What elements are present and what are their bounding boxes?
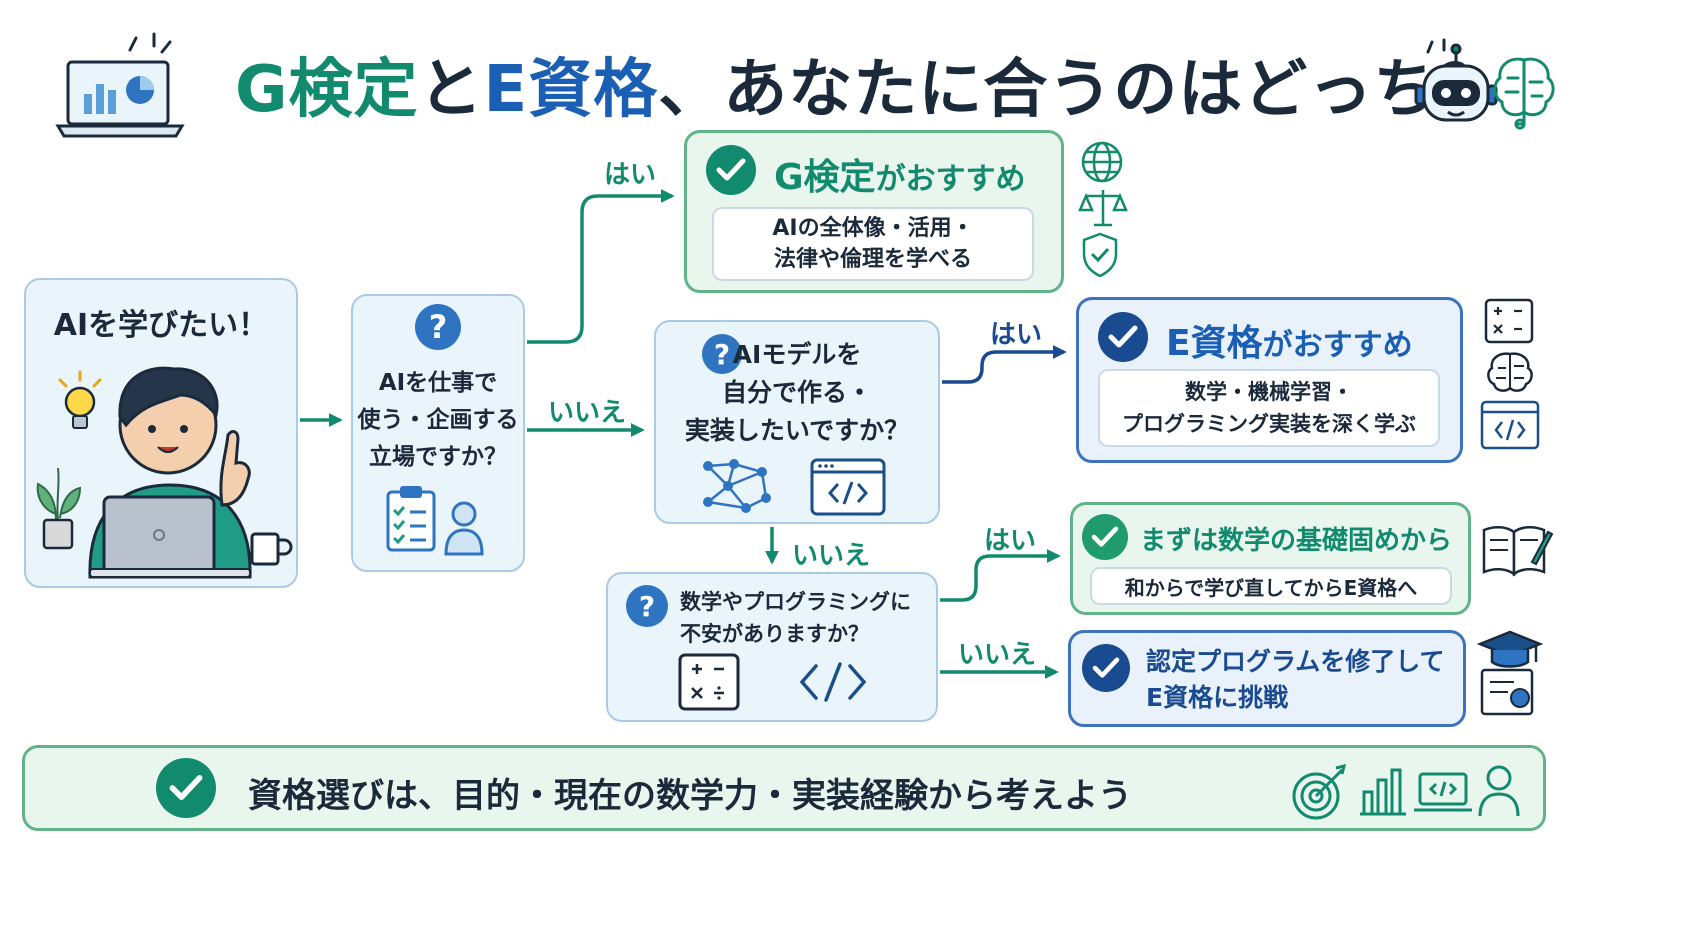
result-cert-title: 認定プログラムを修了して E資格に挑戦 bbox=[1146, 647, 1445, 712]
globe-icon bbox=[1081, 141, 1123, 183]
laptop-code-icon bbox=[1414, 772, 1472, 812]
result-e-title-rest: がおすすめ bbox=[1262, 328, 1413, 363]
arrow-q2-yes bbox=[942, 345, 1067, 384]
edge-label-q1-yes: はい bbox=[604, 160, 657, 190]
calculator-icon bbox=[1484, 298, 1534, 344]
result-g-title: G検定がおすすめ bbox=[774, 148, 1026, 200]
mug-icon bbox=[250, 532, 293, 566]
question-3-text: 数学やプログラミングに 不安がありますか？ bbox=[680, 590, 911, 646]
book-icon bbox=[1482, 526, 1554, 577]
result-e-title: E資格がおすすめ bbox=[1166, 314, 1413, 366]
arrow-q3-yes bbox=[940, 549, 1061, 602]
start-label: AIを学びたい！ bbox=[53, 308, 269, 343]
brain-icon bbox=[1487, 352, 1533, 392]
edge-label-q3-yes: はい bbox=[984, 526, 1037, 556]
page-title: G検定 と E資格 、あなたに合うのはどっち？ bbox=[235, 38, 1503, 130]
network-icon bbox=[703, 459, 771, 513]
calculator-icon bbox=[678, 653, 740, 711]
person-icon bbox=[1478, 765, 1520, 817]
result-math-desc: 和からで学び直してからE資格へ bbox=[1090, 567, 1452, 605]
question-1-icon: ? bbox=[415, 304, 461, 350]
check-icon bbox=[1082, 644, 1130, 692]
check-icon bbox=[706, 145, 756, 195]
plant-icon bbox=[36, 467, 82, 550]
graduation-cap-icon bbox=[1476, 630, 1544, 716]
target-icon bbox=[1292, 763, 1347, 820]
check-icon bbox=[1082, 514, 1128, 560]
laptop-chart-icon bbox=[55, 32, 185, 138]
code-window-icon bbox=[810, 458, 886, 516]
edge-label-q1-no: いいえ bbox=[548, 398, 627, 428]
person-icon bbox=[444, 501, 484, 556]
result-g-title-rest: がおすすめ bbox=[875, 162, 1026, 197]
check-icon bbox=[156, 758, 216, 818]
brain-icon bbox=[1493, 57, 1555, 130]
bar-chart-icon bbox=[1360, 768, 1406, 816]
title-rest: 、あなたに合うのはどっち？ bbox=[658, 53, 1504, 127]
shield-icon bbox=[1082, 232, 1118, 278]
result-g-desc: AIの全体像・活用・ 法律や倫理を学べる bbox=[712, 207, 1034, 281]
result-math-title: まずは数学の基礎固めから bbox=[1140, 526, 1453, 556]
title-to: と bbox=[418, 53, 484, 127]
lightbulb-icon bbox=[58, 370, 102, 429]
result-cert-box bbox=[1068, 630, 1466, 727]
result-g-title-strong: G検定 bbox=[774, 157, 876, 198]
question-1-text: AIを仕事で 使う・企画する 立場ですか？ bbox=[357, 370, 519, 470]
code-window-icon bbox=[1480, 400, 1540, 450]
check-icon bbox=[1098, 312, 1148, 362]
scale-icon bbox=[1078, 190, 1128, 227]
question-2-box bbox=[654, 320, 940, 524]
edge-label-q2-no: いいえ bbox=[792, 541, 871, 571]
question-2-icon: ? bbox=[702, 334, 742, 374]
edge-label-q2-yes: はい bbox=[990, 320, 1043, 350]
arrow-q1-yes bbox=[527, 189, 675, 344]
question-2-text: AIモデルを 自分で作る・ 実装したいですか？ bbox=[684, 340, 910, 445]
edge-label-q3-no: いいえ bbox=[958, 640, 1037, 670]
footer-text: 資格選びは、目的・現在の数学力・実装経験から考えよう bbox=[248, 776, 1132, 816]
title-e-shikaku: E資格 bbox=[483, 53, 659, 127]
question-3-icon: ? bbox=[626, 585, 668, 627]
result-e-title-strong: E資格 bbox=[1166, 323, 1263, 364]
clipboard-icon bbox=[386, 486, 436, 552]
person-at-laptop-illustration bbox=[88, 366, 252, 579]
footer-box bbox=[22, 745, 1546, 831]
result-e-desc: 数学・機械学習・ プログラミング実装を深く学ぶ bbox=[1098, 369, 1440, 447]
title-g-kentei: G検定 bbox=[235, 53, 419, 127]
code-brackets-icon bbox=[799, 662, 867, 702]
